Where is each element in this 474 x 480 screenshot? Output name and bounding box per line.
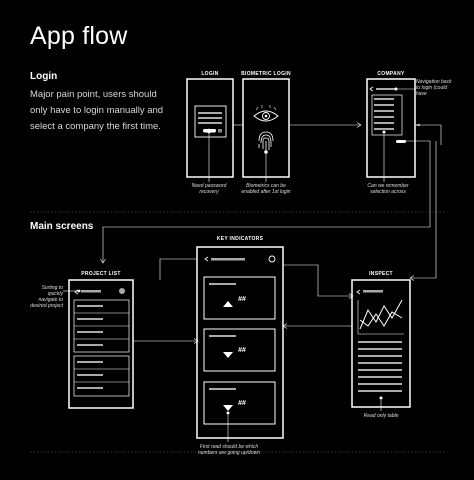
biometric-caption: BIOMETRIC LOGIN bbox=[241, 71, 291, 77]
company-caption: COMPANY bbox=[377, 71, 405, 77]
project-list-screen bbox=[63, 279, 134, 409]
login-caption: LOGIN bbox=[201, 71, 219, 77]
company-screen bbox=[366, 78, 416, 182]
inspect-screen bbox=[351, 279, 411, 411]
sorting-note: Sorting to quickly navigate to desired p… bbox=[30, 285, 63, 309]
page-title: App flow bbox=[30, 22, 128, 50]
main-screens-heading: Main screens bbox=[30, 221, 94, 232]
read-only-note: Read only table bbox=[363, 413, 399, 419]
navigation-note: Navigation back to login (could have bbox=[416, 79, 452, 97]
kpi-value-3: ## bbox=[238, 400, 246, 407]
inspect-caption: INSPECT bbox=[369, 271, 393, 277]
key-indicators-screen bbox=[196, 246, 284, 442]
biometric-screen bbox=[242, 78, 290, 182]
login-heading: Login bbox=[30, 71, 58, 82]
kpi-value-1: ## bbox=[238, 296, 246, 303]
fingerprint-icon bbox=[258, 131, 274, 152]
password-note: Need password recovery bbox=[191, 183, 227, 195]
key-indicators-caption: KEY INDICATORS bbox=[216, 236, 264, 242]
login-screen bbox=[186, 78, 234, 182]
kpi-value-2: ## bbox=[238, 347, 246, 354]
remember-note: Can we remember selection across bbox=[367, 183, 409, 195]
project-list-caption: PROJECT LIST bbox=[81, 271, 121, 277]
biometrics-note: Biometrics can be enabled after 1st logi… bbox=[241, 183, 291, 195]
login-description: Major pain point, users should only have… bbox=[30, 89, 164, 132]
first-read-note: First read should be which numbers are g… bbox=[198, 444, 260, 456]
